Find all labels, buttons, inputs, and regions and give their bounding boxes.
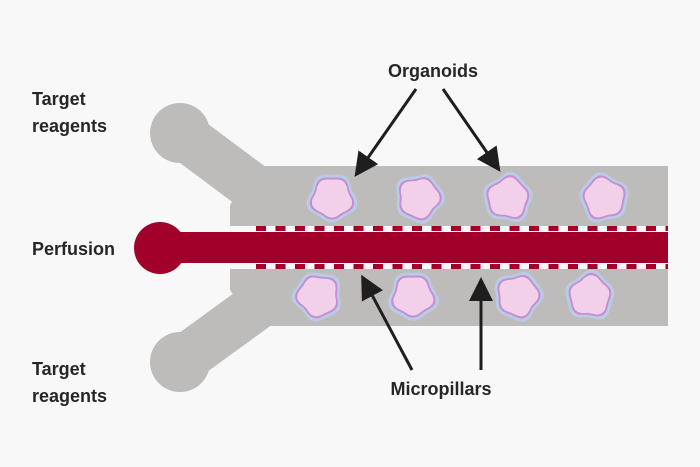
perfusion-channel-bar [165,232,668,263]
micropillar-bottom [412,264,422,269]
micropillar-top [626,226,637,231]
perfusion-channel [134,222,668,274]
micropillar-top [295,226,305,231]
organoid [291,272,341,322]
organoids [291,171,629,322]
micropillar-bottom [587,264,598,269]
perfusion-port [134,222,186,274]
micropillar-top [451,226,461,231]
organoid-core [488,177,528,217]
micropillar-top [431,226,442,231]
micropillar-top [548,226,559,231]
micropillar-bottom [392,264,403,269]
organoid [483,171,533,222]
micropillar-top [529,226,539,231]
label-perfusion: Perfusion [32,239,115,259]
micropillar-bottom [646,264,656,269]
top-inlet-port [150,103,210,163]
micropillar-bottom [295,264,305,269]
micropillar-top [334,226,344,231]
organoid-core [584,177,624,218]
organoid [396,174,446,224]
micropillar-bottom [568,264,578,269]
bottom-inlet-port [150,332,210,392]
organoid-core [499,277,539,317]
micropillar-bottom [353,264,364,269]
micropillar-top [470,226,481,231]
label-target-reagents-top: Target reagents [32,89,107,136]
organoid-arrow-left [354,88,418,177]
micropillar-top [412,226,422,231]
organoid [306,174,358,223]
micropillar-top [490,226,500,231]
micropillar-bottom [373,264,383,269]
organoid [494,272,544,322]
micropillar-bottom [529,264,539,269]
organoid-core [393,277,434,316]
micropillar-bottom [256,264,266,269]
micropillar-bottom [607,264,617,269]
organoid [388,272,439,321]
arrows [354,88,501,371]
organoid-arrow-right [441,88,501,172]
micropillar-top [275,226,286,231]
micropillar-bottom [314,264,325,269]
organoid-core [297,277,336,317]
micropillar-bottom [490,264,500,269]
organoid [579,172,629,223]
micropillar-top [568,226,578,231]
organoid-core [311,179,353,218]
micropillar-bottom [470,264,481,269]
micropillar-bottom [431,264,442,269]
micropillar-top [646,226,656,231]
micropillar-top [314,226,325,231]
micropillar-top [509,226,520,231]
micropillars [256,226,668,269]
micropillar-bottom [275,264,286,269]
organoid [565,269,615,320]
micropillar-arrow-left [361,274,414,371]
label-target-reagents-bottom: Target reagents [32,359,107,406]
micropillar-bottom [548,264,559,269]
micropillar-bottom [665,264,668,269]
micropillar-bottom [626,264,637,269]
organoid-core [400,179,440,219]
micropillar-bottom [334,264,344,269]
micropillar-top [256,226,266,231]
micropillar-bottom [451,264,461,269]
micropillar-top [353,226,364,231]
micropillar-top [587,226,598,231]
label-micropillars: Micropillars [390,379,491,399]
micropillar-top [607,226,617,231]
micropillar-top [392,226,403,231]
organoid-core [570,275,610,315]
micropillar-top [665,226,668,231]
label-organoids: Organoids [388,61,478,81]
micropillar-bottom [509,264,520,269]
micropillar-top [373,226,383,231]
